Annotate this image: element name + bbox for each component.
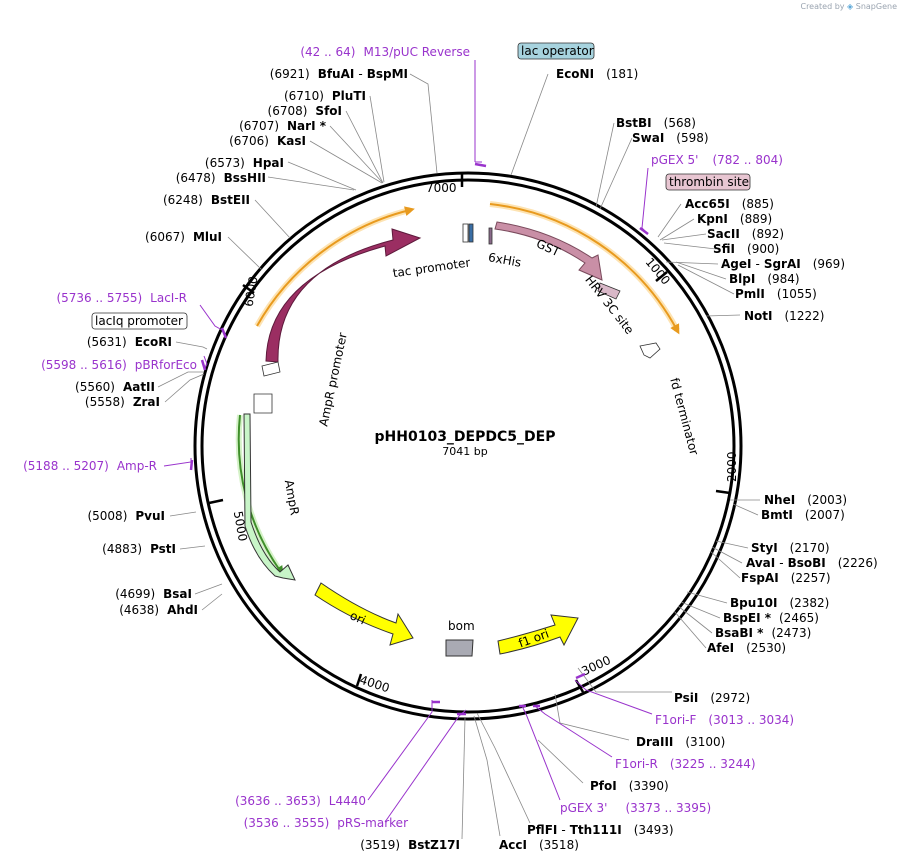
plasmid-length: 7041 bp <box>442 445 487 458</box>
hrv3c-label: HRV 3C site <box>582 273 636 337</box>
tick-marks <box>208 173 731 693</box>
enzyme-bsshii: (6478)BssHII <box>176 171 266 185</box>
enzyme-bmti: BmtI(2007) <box>761 508 845 522</box>
bom-label: bom <box>448 619 475 633</box>
laciq-promoter-box <box>91 312 188 330</box>
primer-f1ori-r: F1ori-R(3225 .. 3244) <box>615 757 756 771</box>
lac-operator-feature[interactable] <box>468 223 474 243</box>
enzyme-swai: SwaI(598) <box>632 131 709 145</box>
lac-operator-box <box>517 42 595 60</box>
enzyme-bspei: BspEI *(2465) <box>723 611 819 625</box>
enzyme-pfoi: PfoI(3390) <box>590 779 669 793</box>
laci-feature-arrow[interactable] <box>265 228 422 363</box>
tac-promoter-feature[interactable] <box>462 223 469 243</box>
enzyme-pvui: (5008)PvuI <box>87 509 165 523</box>
gst-feature-arrow[interactable] <box>494 221 603 281</box>
primer-l4440: (3636 .. 3653)L4440 <box>235 794 366 808</box>
enzyme-bsteii: (6248)BstEII <box>163 193 250 207</box>
enzyme-ecori: (5631)EcoRI <box>87 335 172 349</box>
enzyme-pflfi: PflFI-Tth111I(3493) <box>527 823 674 837</box>
enzyme-leaders <box>157 73 760 840</box>
thrombin-site-label: thrombin site <box>669 175 749 189</box>
primer-pbrforeco: (5598 .. 5616)pBRforEco <box>41 358 197 372</box>
tick-6000: 6000 <box>242 275 261 308</box>
enzyme-acci: AccI(3518) <box>499 838 579 852</box>
enzyme-blpi: BlpI(984) <box>729 272 800 286</box>
tick-7000: 7000 <box>426 181 457 195</box>
enzyme-aatii: (5560)AatII <box>75 380 155 394</box>
snapgene-watermark: Created by ◈ SnapGene <box>800 2 897 11</box>
hrv3c-feature[interactable] <box>597 282 621 300</box>
enzyme-kasi: (6706)KasI <box>229 134 306 148</box>
laciq-promoter-label: lacIq promoter <box>95 314 183 328</box>
ampr-feature-arrow[interactable] <box>243 413 296 581</box>
enzyme-sacii: SacII(892) <box>707 227 784 241</box>
tac-promoter-label: tac promoter <box>392 255 471 280</box>
primer-pgex-3: pGEX 3'(3373 .. 3395) <box>560 801 711 815</box>
f1-ori-feature-arrow[interactable] <box>497 614 579 655</box>
snapgene-logo: ◈ <box>847 2 854 11</box>
ori-label: ori <box>348 608 368 627</box>
6xhis-label: 6xHis <box>487 250 522 270</box>
enzyme-psii: PsiI(2972) <box>674 691 750 705</box>
primer-marks <box>189 162 649 716</box>
created-by-text: Created by <box>800 2 845 11</box>
lac-operator-label: lac operator <box>521 44 594 58</box>
primer-amp-r: (5188 .. 5207)Amp-R <box>23 459 157 473</box>
enzyme-avai: AvaI-BsoBI(2226) <box>746 556 878 570</box>
enzyme-sfii: SfiI(900) <box>713 242 779 256</box>
enzyme-nari: (6707)NarI * <box>239 119 327 133</box>
enzyme-kpni: KpnI(889) <box>697 212 772 226</box>
orf-arc-laci <box>256 206 415 327</box>
enzyme-acc65i: Acc65I(885) <box>685 197 774 211</box>
fd-terminator-feature[interactable] <box>639 342 661 359</box>
enzyme-bstz17i: (3519)BstZ17I <box>360 838 460 852</box>
enzyme-afei: AfeI(2530) <box>707 641 786 655</box>
bom-feature[interactable] <box>445 639 474 657</box>
primer-f1ori-f: F1ori-F(3013 .. 3034) <box>655 713 794 727</box>
ampr-label: AmpR <box>282 479 302 517</box>
enzyme-nhei: NheI(2003) <box>764 493 847 507</box>
enzyme-styi: StyI(2170) <box>751 541 830 555</box>
backbone <box>193 171 743 721</box>
enzyme-bsabi: BsaBI *(2473) <box>715 626 811 640</box>
primer-leaders <box>163 60 653 823</box>
ori-feature-arrow[interactable] <box>314 582 414 646</box>
ampr-promoter-feature[interactable] <box>253 393 273 414</box>
snapgene-app-name: SnapGene <box>855 2 897 11</box>
enzyme-draiii: DraIII(3100) <box>636 735 725 749</box>
enzyme-bfuai: (6921)BfuAI-BspMI <box>270 67 408 81</box>
enzyme-agei: AgeI-SgrAI(969) <box>721 257 845 271</box>
enzyme-psti: (4883)PstI <box>102 542 176 556</box>
enzyme-sfoi: (6708)SfoI <box>268 104 342 118</box>
enzyme-pmli: PmlI(1055) <box>735 287 817 301</box>
enzyme-econi: EcoNI(181) <box>556 67 638 81</box>
fd-terminator-label: fd terminator <box>667 376 701 456</box>
enzyme-bstbi: BstBI(568) <box>616 116 696 130</box>
laciq-promoter-feature[interactable] <box>261 361 281 377</box>
primer-laci-r: (5736 .. 5755)LacI-R <box>56 291 187 305</box>
6xhis-feature[interactable] <box>488 227 493 245</box>
enzyme-mlui: (6067)MluI <box>145 230 222 244</box>
enzyme-hpai: (6573)HpaI <box>205 156 284 170</box>
orf-arc-gst <box>489 203 680 335</box>
enzyme-bsai: (4699)BsaI <box>115 587 192 601</box>
f1-ori-label: f1 ori <box>517 627 551 651</box>
enzyme-pluti: (6710)PluTI <box>284 89 366 103</box>
primer-m13-puc-reverse: (42 .. 64)M13/pUC Reverse <box>300 45 470 59</box>
plasmid-name: pHH0103_DEPDC5_DEP <box>375 429 556 445</box>
tick-2000: 2000 <box>725 451 739 482</box>
ampr-promoter-label: AmpR promoter <box>316 331 350 427</box>
enzyme-zrai: (5558)ZraI <box>85 395 160 409</box>
enzyme-noti: NotI(1222) <box>744 309 824 323</box>
thrombin-site-box <box>665 173 751 191</box>
enzyme-ahdi: (4638)AhdI <box>119 603 198 617</box>
enzyme-bpu10i: Bpu10I(2382) <box>730 596 829 610</box>
enzyme-fspai: FspAI(2257) <box>741 571 831 585</box>
primer-pgex-5: pGEX 5'(782 .. 804) <box>651 153 783 167</box>
primer-prs-marker: (3536 .. 3555)pRS-marker <box>244 816 408 830</box>
laci-label: lacI <box>318 273 343 297</box>
